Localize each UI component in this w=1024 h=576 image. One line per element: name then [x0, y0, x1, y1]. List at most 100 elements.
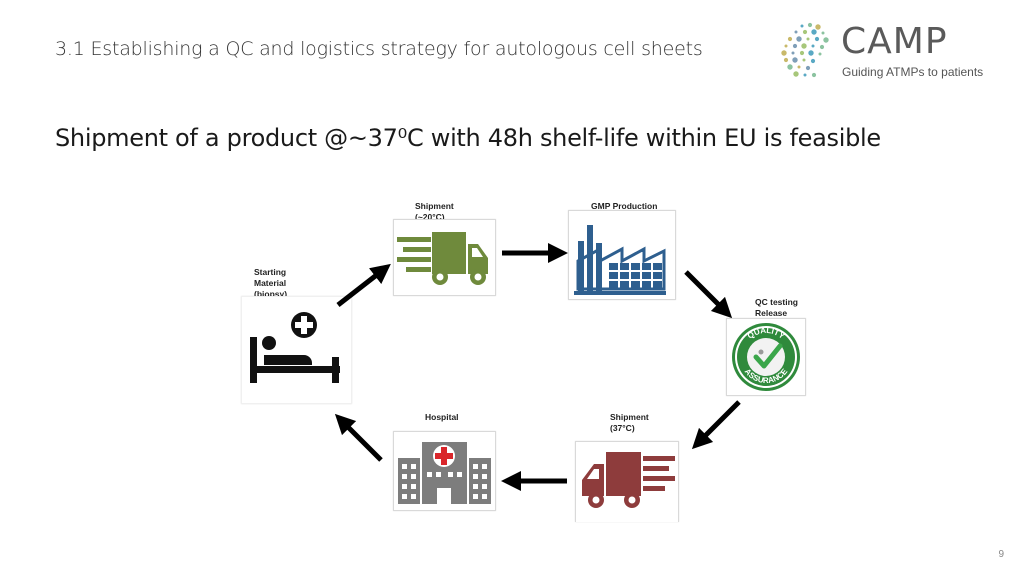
factory-crate [642, 272, 651, 279]
qc-release-label: QC testing Release [755, 297, 798, 319]
logo-dot [797, 65, 801, 69]
hospital-window [473, 464, 478, 469]
hospital-window [402, 494, 407, 499]
hospital-window [482, 484, 487, 489]
logo-dot [811, 72, 817, 78]
logo-dot [807, 22, 813, 28]
factory-crate [609, 272, 618, 279]
hospital-window [427, 472, 432, 477]
factory-crate [631, 272, 640, 279]
quality-assurance-badge-icon: QUALITY ASSURANCE [732, 323, 800, 391]
hospital-node [393, 431, 496, 511]
hospital-label: Hospital [425, 412, 459, 423]
hospital-window [411, 474, 416, 479]
shipment-warm-node [575, 441, 679, 522]
slide-title: 3.1 Establishing a QC and logistics stra… [55, 38, 703, 60]
hospital-window [402, 484, 407, 489]
shipment-warm-label: Shipment (37°C) [610, 412, 649, 434]
factory-crate [620, 281, 629, 288]
logo-dot [801, 43, 807, 49]
hospital-window [457, 472, 462, 477]
shipment-cold-label: Shipment (~20°C) [415, 201, 454, 223]
shipment-cold-node [393, 219, 496, 296]
logo-dot [787, 36, 793, 42]
factory-crate [609, 263, 618, 270]
logo-dot [796, 36, 802, 42]
arrow-to-qc-release [684, 270, 733, 319]
delivery-truck-icon [582, 452, 675, 508]
logo-dot [799, 50, 805, 56]
logo-dot [783, 57, 789, 63]
label-line: (biopsy) [254, 289, 288, 299]
factory-icon [574, 225, 666, 295]
label-line: QC testing [755, 297, 798, 307]
hospital-window [482, 474, 487, 479]
logo-dot [781, 50, 787, 56]
logo-dot [802, 58, 806, 62]
hospital-window [402, 464, 407, 469]
logo-dot [814, 36, 820, 42]
label-line: Material [254, 278, 287, 288]
logo-dot [823, 37, 829, 43]
starting-material-label: Starting Material (biopsy) [254, 267, 287, 300]
hospital-window [411, 484, 416, 489]
hospital-window [482, 494, 487, 499]
slide-subtitle: Shipment of a product @~37⁰C with 48h sh… [55, 124, 881, 152]
page-number: 9 [998, 549, 1004, 560]
gmp-production-label: GMP Production [591, 201, 657, 212]
logo-dot [806, 37, 810, 41]
factory-crate [620, 272, 629, 279]
patient-bed-icon [250, 312, 340, 383]
logo-dot [791, 51, 795, 55]
qc-release-node: QUALITY ASSURANCE [726, 318, 806, 396]
logo-dot [792, 43, 798, 49]
logo-dot [821, 31, 825, 35]
logo-wordmark: CAMP [841, 21, 948, 62]
logo-dot [793, 71, 799, 77]
factory-crate [609, 281, 618, 288]
label-line: (~20°C) [415, 212, 445, 222]
label-line: Shipment [415, 201, 454, 211]
logo-dot [803, 73, 807, 77]
hospital-window [473, 474, 478, 479]
label-line: Shipment [610, 412, 649, 422]
label-line: GMP Production [591, 201, 658, 211]
factory-crate [631, 281, 640, 288]
logo-dot [819, 44, 825, 50]
logo-dot [787, 64, 793, 70]
logo-dot [802, 29, 808, 35]
label-line: Release [755, 308, 788, 318]
factory-crate [653, 263, 662, 270]
arrow-to-shipment-cold [336, 263, 391, 307]
label-line: (37°C) [610, 423, 635, 433]
logo-dot [805, 65, 811, 71]
logo-tagline: Guiding ATMPs to patients [842, 65, 984, 79]
factory-crate [620, 263, 629, 270]
logo-dot [810, 58, 816, 64]
gmp-production-node [568, 210, 676, 300]
camp-logo: CAMP Guiding ATMPs to patients [772, 20, 997, 84]
hospital-window [402, 474, 407, 479]
logo-dot [818, 52, 822, 56]
hospital-window [473, 494, 478, 499]
starting-material-node [241, 296, 352, 404]
label-line: Starting [254, 267, 287, 277]
logo-dot [800, 24, 804, 28]
logo-dot [811, 29, 817, 35]
arrow-to-shipment-warm [691, 400, 741, 450]
logo-dot [811, 44, 815, 48]
hospital-window [411, 494, 416, 499]
logo-dot [815, 24, 821, 30]
logo-dot [794, 30, 798, 34]
factory-crate [642, 263, 651, 270]
logo-dot [808, 50, 814, 56]
hospital-icon [398, 442, 491, 504]
hospital-window [473, 484, 478, 489]
hospital-window [411, 464, 416, 469]
arrow-to-starting-material [334, 413, 383, 462]
factory-crate [642, 281, 651, 288]
factory-crate [653, 281, 662, 288]
hospital-window [448, 472, 453, 477]
factory-crate [653, 272, 662, 279]
